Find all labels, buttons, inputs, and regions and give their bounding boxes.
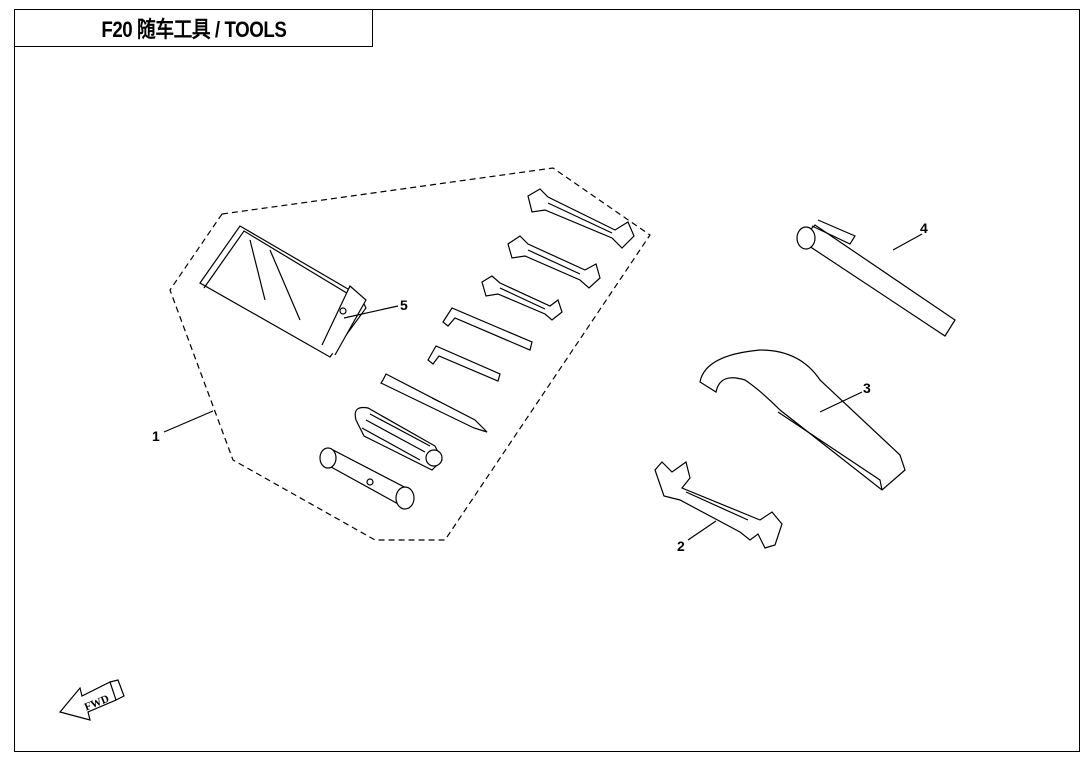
drawing-frame <box>14 9 1080 752</box>
double-wrench-medium <box>507 235 601 289</box>
callout-1: 1 <box>152 428 160 444</box>
forward-direction-arrow: FWD <box>58 679 125 721</box>
open-end-wrench <box>654 460 783 549</box>
leader-line-1 <box>163 410 214 433</box>
callout-2: 2 <box>677 538 685 554</box>
tool-kit-outline <box>169 167 651 541</box>
callout-4: 4 <box>920 220 928 236</box>
double-wrench-small <box>481 275 563 321</box>
box-spanner <box>319 447 415 510</box>
title-box: F20 随车工具 / TOOLS <box>14 9 373 47</box>
callout-5: 5 <box>400 297 408 313</box>
callout-3: 3 <box>863 380 871 396</box>
leader-line-5 <box>343 305 399 319</box>
hook-spanner <box>699 349 906 491</box>
double-wrench-large <box>527 188 635 249</box>
leader-line-2 <box>687 520 717 541</box>
hex-key-small <box>427 345 501 382</box>
pin-spanner-bar <box>796 219 956 337</box>
screwdriver-bit <box>380 373 488 433</box>
leader-line-4 <box>892 233 923 251</box>
hex-key-large <box>442 307 533 351</box>
leader-line-3 <box>819 391 863 413</box>
page-title: F20 随车工具 / TOOLS <box>100 17 287 42</box>
screwdriver-handle <box>354 406 443 471</box>
tool-bag <box>199 225 367 358</box>
